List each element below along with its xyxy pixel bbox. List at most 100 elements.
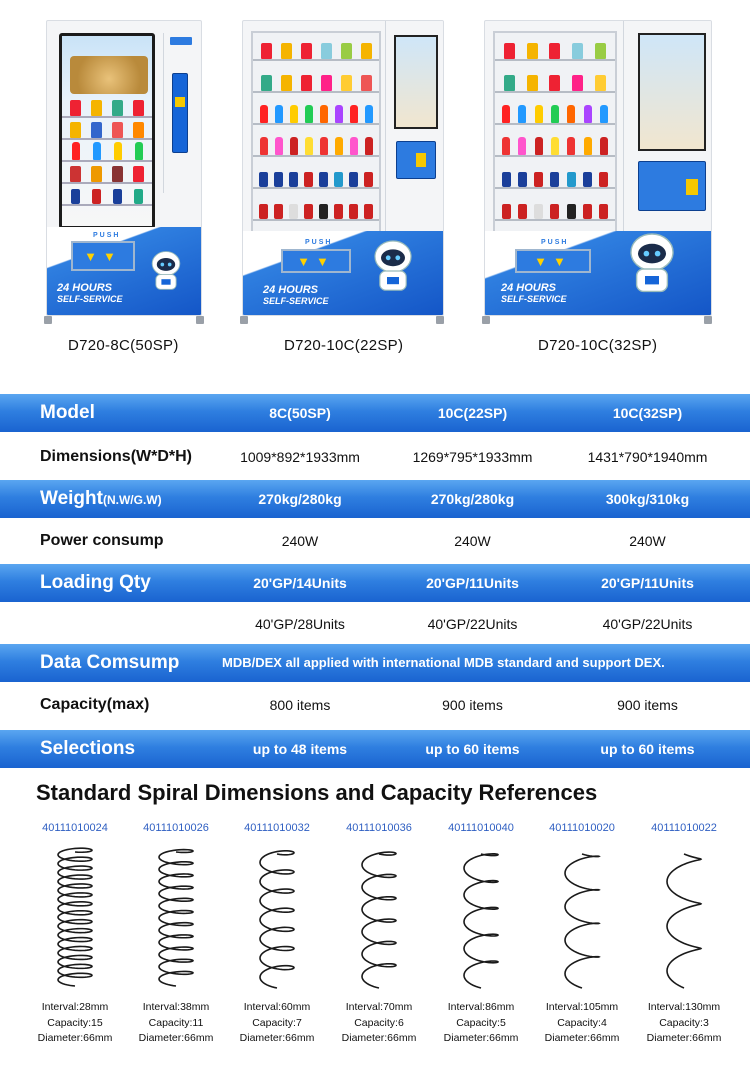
decal-band: [485, 231, 711, 315]
spec-label: Power consump: [40, 532, 164, 549]
spiral-capacity: Capacity:11: [148, 1016, 204, 1029]
robot-mascot-icon: [630, 233, 674, 293]
spiral-capacity: Capacity:3: [659, 1016, 709, 1029]
machine-caption: D720-8C(50SP): [68, 337, 179, 354]
spec-value: 20'GP/14Units: [253, 575, 347, 591]
spiral-coil-icon: [57, 847, 93, 987]
pickup-door[interactable]: ▼▼: [281, 249, 351, 273]
spec-value: 20'GP/11Units: [601, 575, 694, 591]
product-window: [493, 31, 617, 235]
spiral-capacity: Capacity:15: [47, 1016, 103, 1029]
spiral-capacity: Capacity:7: [252, 1016, 302, 1029]
spec-label: Capacity(max): [40, 696, 150, 713]
spec-value: 1431*790*1940mm: [587, 449, 708, 465]
spec-value: up to 60 items: [425, 741, 520, 757]
spiral-interval: Interval:38mm: [142, 1001, 210, 1013]
spec-value: MDB/DEX all applied with international M…: [222, 655, 665, 670]
payment-panel: [163, 33, 197, 193]
spec-row-capacity: Capacity(max) 800 items 900 items 900 it…: [0, 686, 750, 724]
spiral-code: 40111010026: [143, 822, 209, 834]
spiral-code: 40111010040: [448, 822, 514, 834]
spiral-section-title: Standard Spiral Dimensions and Capacity …: [36, 780, 598, 805]
spec-value: 10C(32SP): [612, 405, 683, 421]
spec-row-data: Data Comsump MDB/DEX all applied with in…: [0, 644, 750, 682]
spec-value: 300kg/310kg: [605, 491, 690, 507]
pickup-door[interactable]: ▼▼: [71, 241, 135, 271]
spiral-diameter: Diameter:66mm: [341, 1032, 417, 1044]
machine-caption: D720-10C(32SP): [538, 337, 658, 354]
spiral-interval: Interval:86mm: [447, 1001, 515, 1013]
spiral-coil-path: [57, 847, 93, 987]
decal-band: [243, 231, 443, 315]
spec-value: 270kg/280kg: [258, 491, 342, 507]
spec-value: 900 items: [617, 697, 678, 713]
spiral-interval: Interval:28mm: [41, 1001, 109, 1013]
spec-value: 40'GP/22Units: [602, 616, 693, 632]
spiral-capacity: Capacity:4: [557, 1016, 607, 1029]
spiral-interval: Interval:130mm: [647, 1001, 721, 1013]
spiral-item: 40111010020 Interval:105mm Capacity:4 Di…: [531, 822, 633, 1044]
push-label: PUSH: [541, 239, 569, 246]
spec-value: 40'GP/28Units: [255, 616, 345, 632]
spec-value: up to 60 items: [600, 741, 695, 757]
spiral-item: 40111010024 Interval:28mm Capacity:15 Di…: [24, 822, 126, 1044]
spiral-code: 40111010020: [549, 822, 615, 834]
spiral-coil-icon: [361, 851, 397, 989]
spiral-coil-path: [361, 851, 397, 989]
spec-value: 1269*795*1933mm: [412, 449, 533, 465]
robot-mascot-icon: [374, 240, 412, 291]
spiral-code: 40111010024: [42, 822, 108, 834]
spiral-diameter: Diameter:66mm: [138, 1032, 214, 1044]
spec-row-dimensions: Dimensions(W*D*H) 1009*892*1933mm 1269*7…: [0, 438, 750, 476]
spec-value: 800 items: [269, 697, 331, 713]
spec-row-selections: Selections up to 48 items up to 60 items…: [0, 730, 750, 768]
pickup-door[interactable]: ▼▼: [515, 249, 591, 273]
spiral-coil-icon: [666, 853, 703, 989]
spec-value: 10C(22SP): [437, 405, 508, 421]
spiral-coil-path: [259, 849, 295, 989]
spec-value: 8C(50SP): [269, 405, 331, 421]
spiral-coil-icon: [259, 849, 295, 989]
machine-caption: D720-10C(22SP): [284, 337, 404, 354]
spiral-item: 40111010032 Interval:60mm Capacity:7 Dia…: [226, 822, 328, 1044]
spiral-diameter: Diameter:66mm: [544, 1032, 620, 1044]
spiral-item: 40111010040 Interval:86mm Capacity:5 Dia…: [430, 822, 532, 1044]
spec-value: 1009*892*1933mm: [240, 449, 360, 465]
spiral-coil-icon: [158, 848, 194, 987]
spec-value: 270kg/280kg: [430, 491, 515, 507]
spiral-capacity: Capacity:5: [456, 1016, 506, 1029]
spiral-coil-path: [463, 853, 500, 989]
bill-acceptor: [638, 161, 706, 211]
spiral-item: 40111010036 Interval:70mm Capacity:6 Dia…: [328, 822, 430, 1044]
spiral-diameter: Diameter:66mm: [443, 1032, 519, 1044]
spiral-code: 40111010036: [346, 822, 412, 834]
spec-value: 240W: [629, 533, 666, 549]
touch-screen: [59, 33, 155, 229]
spec-label: Loading Qty: [40, 572, 151, 593]
spec-row-loading-20gp: Loading Qty 20'GP/14Units 20'GP/11Units …: [0, 564, 750, 602]
spec-value: 20'GP/11Units: [426, 575, 519, 591]
spiral-coil-path: [564, 853, 601, 989]
spiral-coil-icon: [564, 853, 601, 989]
spiral-coil-path: [158, 848, 194, 987]
push-label: PUSH: [305, 239, 333, 246]
spec-value: 900 items: [442, 697, 503, 713]
spiral-interval: Interval:60mm: [243, 1001, 311, 1013]
spiral-interval: Interval:70mm: [345, 1001, 413, 1013]
spec-value: 40'GP/22Units: [427, 616, 518, 632]
spiral-diameter: Diameter:66mm: [239, 1032, 315, 1044]
spec-label: Dimensions(W*D*H): [40, 448, 193, 465]
spec-label: Selections: [40, 738, 136, 759]
spec-label: Weight(N.W/G.W): [40, 488, 162, 509]
ad-screen: [394, 35, 438, 129]
spec-row-weight: Weight(N.W/G.W) 270kg/280kg 270kg/280kg …: [0, 480, 750, 518]
spiral-item: 40111010026 Interval:38mm Capacity:11 Di…: [125, 822, 227, 1044]
